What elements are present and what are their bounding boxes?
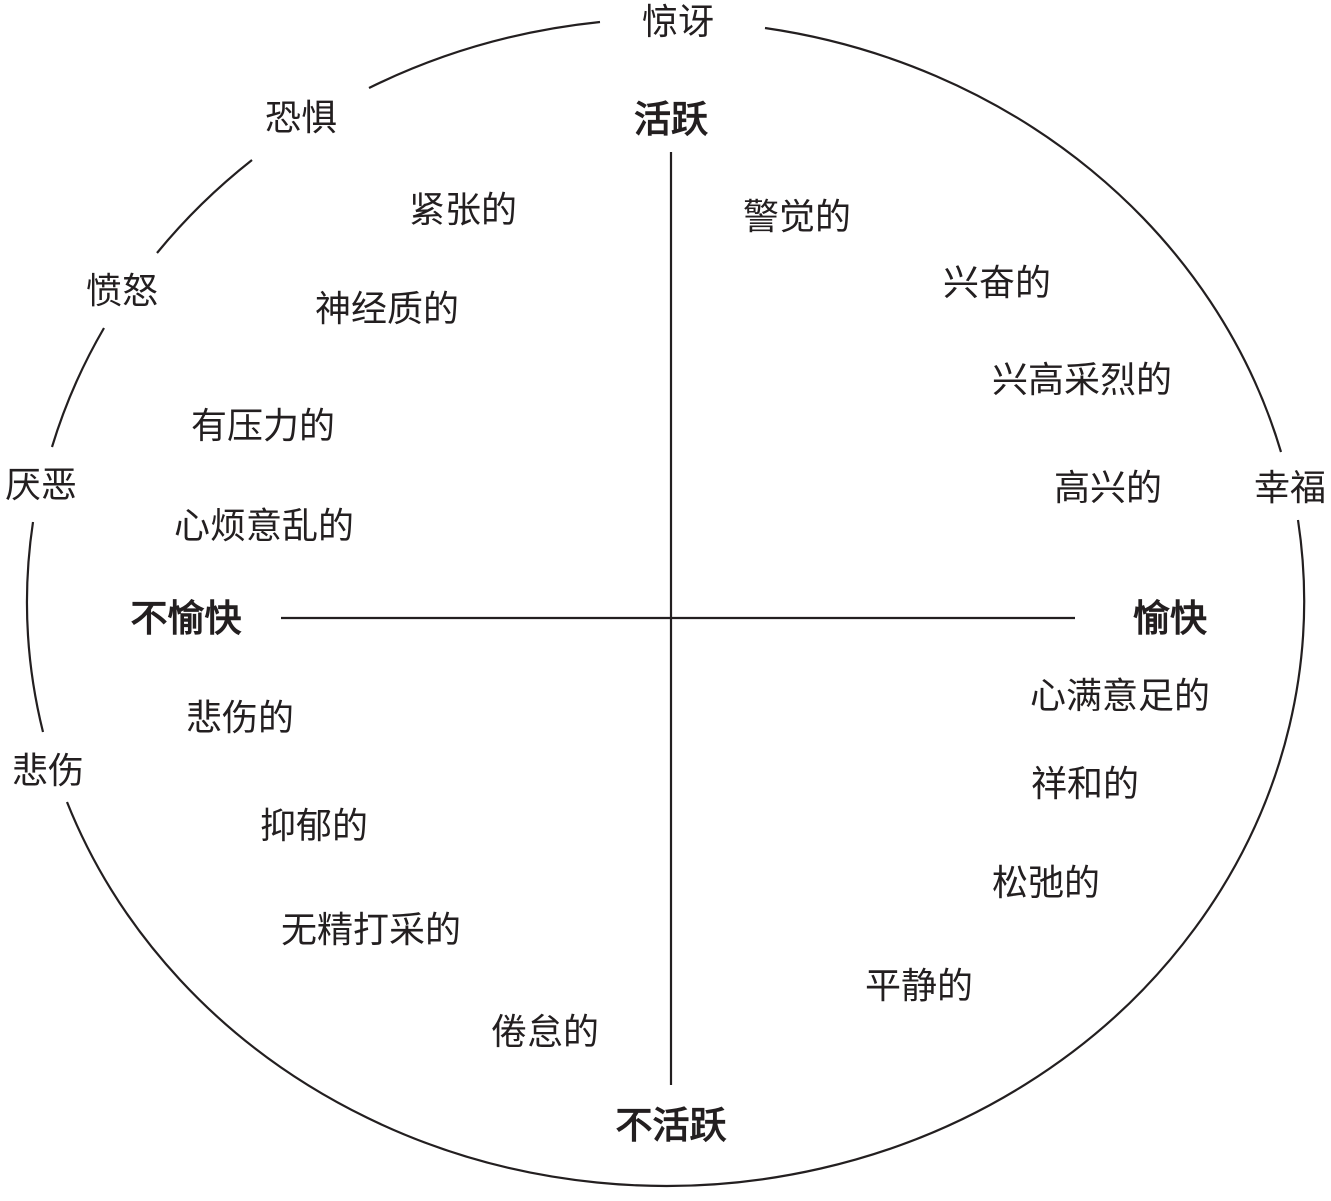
circle-arc-anger-fear — [156, 159, 253, 254]
axis-label-unpleasant: 不愉快 — [131, 597, 243, 640]
circle-arc-sadness-disgust — [25, 521, 45, 733]
ring-label-happiness: 幸福 — [1254, 468, 1326, 509]
word-serene: 祥和的 — [1031, 764, 1139, 805]
ring-label-anger: 愤怒 — [86, 271, 158, 312]
word-lethargic: 无精打采的 — [281, 910, 461, 951]
word-tense: 紧张的 — [409, 190, 517, 231]
axis-label-active: 活跃 — [634, 98, 709, 141]
word-stressed: 有压力的 — [191, 406, 335, 447]
ring-label-surprise: 惊讶 — [642, 2, 714, 43]
word-nervous: 神经质的 — [315, 289, 459, 330]
circle-arc-happiness-sadness — [65, 519, 1306, 1188]
word-alert: 警觉的 — [743, 197, 851, 238]
ring-label-disgust: 厌恶 — [5, 465, 77, 506]
word-elated: 兴高采烈的 — [992, 360, 1172, 401]
ring-label-sadness: 悲伤 — [12, 751, 84, 792]
circle-arc-surprise-happiness — [764, 26, 1283, 453]
axis-label-inactive: 不活跃 — [616, 1104, 728, 1147]
circle-arc-disgust-anger — [50, 327, 105, 448]
word-upset: 心烦意乱的 — [174, 506, 354, 547]
circle-arc-fear-surprise — [368, 20, 601, 89]
word-sad: 悲伤的 — [186, 698, 294, 739]
outer-circle — [25, 20, 1306, 1188]
word-contented: 心满意足的 — [1030, 676, 1210, 717]
word-excited: 兴奋的 — [943, 263, 1051, 304]
ring-label-fear: 恐惧 — [265, 98, 337, 139]
word-depressed: 抑郁的 — [260, 806, 368, 847]
word-relaxed: 松弛的 — [992, 863, 1100, 904]
word-calm: 平静的 — [865, 966, 973, 1007]
axis-label-pleasant: 愉快 — [1133, 597, 1208, 640]
word-fatigued: 倦怠的 — [491, 1012, 599, 1053]
word-happy: 高兴的 — [1054, 468, 1162, 509]
